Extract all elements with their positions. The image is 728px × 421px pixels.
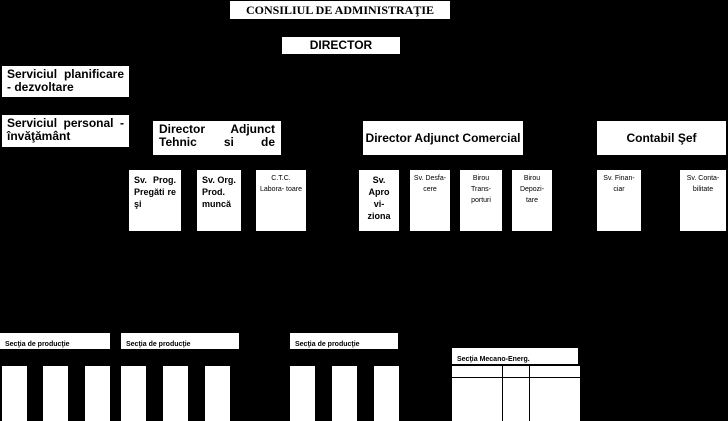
unit-divider <box>529 366 530 421</box>
unit-box <box>163 366 188 421</box>
unit-box <box>452 366 580 421</box>
department-box: C.T.C. Labora- toare <box>256 170 306 231</box>
production-section-box: Secţia de producţie <box>290 333 398 349</box>
department-box: Sv. Org. Prod. muncă <box>197 170 241 231</box>
unit-divider <box>502 366 503 421</box>
board-box: CONSILIUL DE ADMINISTRAŢIE <box>230 1 450 19</box>
unit-divider <box>452 377 580 378</box>
planning-service-box: Serviciul planificare - dezvoltare <box>2 66 129 97</box>
unit-box <box>205 366 230 421</box>
department-box: Sv. Apro vi- ziona <box>359 170 399 231</box>
department-box: Sv. Finan- ciar <box>597 170 641 231</box>
unit-box <box>374 366 399 421</box>
personnel-service-box: Serviciul personal - învăţământ <box>2 115 129 147</box>
chief-accountant-box: Contabil Şef <box>597 121 726 155</box>
production-section-box: Secţia de producţie <box>0 333 110 349</box>
department-box: Sv. Desfa- cere <box>410 170 450 231</box>
director-box: DIRECTOR <box>282 37 400 54</box>
production-section-box: Secţia de producţie <box>121 333 239 349</box>
mechano-energetic-section-box: Secţia Mecano-Energ. <box>452 348 578 364</box>
technical-deputy-director-box: Director Adjunct Tehnic si de <box>153 121 281 155</box>
section-label: Secţia de producţie <box>5 341 70 348</box>
department-box: Sv. Prog. Pregăti re şi <box>129 170 181 231</box>
commercial-deputy-director-box: Director Adjunct Comercial <box>363 121 523 155</box>
unit-box <box>2 366 27 421</box>
unit-box <box>85 366 110 421</box>
unit-box <box>43 366 68 421</box>
department-box: Birou Depozi- tare <box>512 170 552 231</box>
unit-box <box>121 366 146 421</box>
section-label: Secţia de producţie <box>295 341 360 348</box>
unit-box <box>290 366 315 421</box>
section-label: Secţia de producţie <box>126 341 191 348</box>
department-box: Birou Trans- porturi <box>460 170 502 231</box>
department-box: Sv. Conta- bilitate <box>680 170 726 231</box>
unit-box <box>332 366 357 421</box>
section-label: Secţia Mecano-Energ. <box>457 356 530 363</box>
